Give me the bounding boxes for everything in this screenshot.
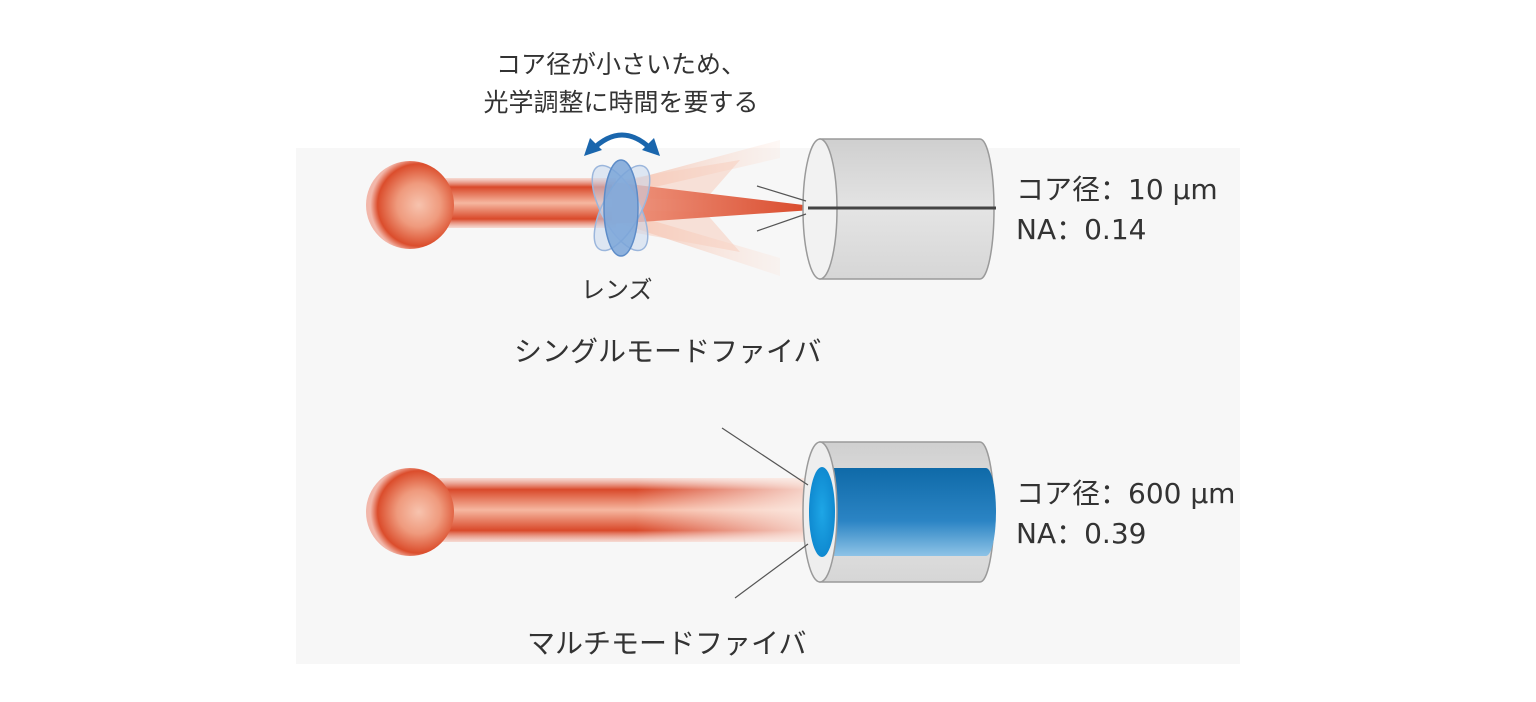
multi-core xyxy=(826,468,996,556)
lens-label: レンズ xyxy=(581,276,653,304)
multi-mode-core-diameter: コア径：600 μm xyxy=(1016,477,1236,510)
adjust-arrow-right-head xyxy=(642,138,660,156)
adjust-arrow-left-head xyxy=(584,138,602,156)
background-panel xyxy=(296,148,1240,664)
single-mode-title: シングルモードファイバ xyxy=(514,335,822,368)
multi-mode-na: NA：0.39 xyxy=(1016,517,1147,550)
single-mode-fiber xyxy=(802,138,996,280)
single-mode-na: NA：0.14 xyxy=(1016,213,1147,246)
multi-mode-fiber xyxy=(802,441,996,583)
multi-mode-title: マルチモードファイバ xyxy=(527,627,807,660)
multi-pointer-lower xyxy=(734,543,809,599)
focused-beam xyxy=(612,182,812,224)
single-mode-note-line2: 光学調整に時間を要する xyxy=(483,88,759,117)
laser-source-single xyxy=(366,161,454,249)
single-mode-core-diameter: コア径：10 μm xyxy=(1016,173,1218,206)
adjust-arrow-icon xyxy=(590,132,654,152)
laser-beam-multi-fade xyxy=(420,478,812,542)
core-pointer-lower xyxy=(756,213,807,232)
core-pointer-upper xyxy=(756,185,807,202)
multi-core-face xyxy=(809,467,835,557)
multi-pointer-upper xyxy=(721,427,809,486)
multi-mode-specs: コア径：600 μm NA：0.39 xyxy=(1016,474,1235,554)
laser-source-multi xyxy=(366,468,454,556)
lens xyxy=(591,159,651,257)
single-mode-specs: コア径：10 μm NA：0.14 xyxy=(1016,170,1218,250)
single-mode-note-line1: コア径が小さいため、 xyxy=(495,50,746,79)
single-mode-note: コア径が小さいため、 光学調整に時間を要する xyxy=(456,46,786,122)
